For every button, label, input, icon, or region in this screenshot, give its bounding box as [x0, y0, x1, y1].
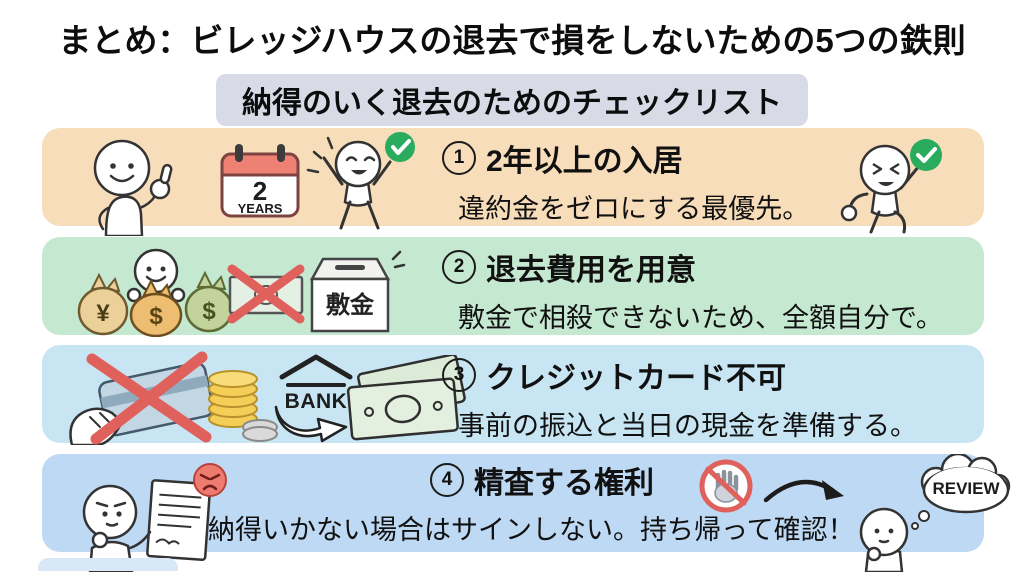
rule-3-heading: クレジットカード不可 [486, 362, 786, 395]
circled-number-3: 3 [442, 358, 476, 392]
review-thinking-person-icon: REVIEW [859, 454, 1011, 572]
calendar-number-label: 2 [253, 176, 267, 206]
rule-row-4: 4 精査する権利 納得いかない場合はサインしない。持ち帰って確認！ REVIE [42, 454, 1011, 572]
bank-icon: BANK [279, 354, 353, 413]
money-bags-icon: ¥ $ $ [77, 248, 234, 337]
deposit-box-icon: 敷金 [309, 250, 406, 333]
rule-1-text: 1 2年以上の入居 違約金をゼロにする最優先。 [442, 136, 809, 226]
circled-number-2: 2 [442, 250, 476, 284]
rule-2-heading: 退去費用を用意 [486, 254, 696, 287]
rule-3-text: 3 クレジットカード不可 事前の振込と当日の現金を準備する。 [442, 353, 917, 443]
cheering-person-check-icon [306, 132, 415, 230]
page-title: まとめ：ビレッジハウスの退去で損をしないための5つの鉄則 [58, 22, 966, 59]
winner-person-check-icon [840, 139, 942, 234]
circled-number-1: 1 [442, 141, 476, 175]
deposit-box-label: 敷金 [326, 291, 375, 319]
review-label: REVIEW [932, 479, 1000, 498]
rule-2-text: 2 退去費用を用意 敷金で相殺できないため、全額自分で。 [442, 245, 943, 335]
bag-yen-label: ¥ [96, 300, 110, 327]
no-sign-hand-icon [699, 459, 753, 513]
rule-3-detail: 事前の振込と当日の現金を準備する。 [458, 411, 917, 441]
rule-1-detail: 違約金をゼロにする最優先。 [458, 194, 810, 224]
rule-4-text: 4 精査する権利 [430, 458, 654, 502]
coins-icon [208, 370, 278, 442]
calendar-2-years-icon: 2 YEARS [220, 144, 300, 218]
no-banknote-icon [227, 264, 305, 324]
calendar-unit-label: YEARS [238, 201, 283, 216]
transfer-arrow-icon [274, 405, 348, 443]
rule-2-detail: 敷金で相殺できないため、全額自分で。 [458, 303, 943, 333]
subtitle-pill: 納得のいく退去のためのチェックリスト [216, 74, 808, 126]
inspect-document-person-icon [82, 463, 227, 572]
rule-4-heading: 精査する権利 [474, 467, 654, 500]
person-thumbs-up-icon [93, 139, 173, 236]
no-credit-card-icon [69, 351, 215, 445]
next-row-sliver [38, 558, 178, 571]
takeaway-arrow-icon [763, 479, 844, 503]
rule-4-detail: 納得いかない場合はサインしない。持ち帰って確認！ [208, 515, 855, 545]
rule-1-heading: 2年以上の入居 [486, 145, 683, 178]
bank-label: BANK [285, 390, 348, 413]
bag-dollar-front-label: $ [149, 303, 163, 330]
rule-row-2: ¥ $ $ 敷金 2 [42, 237, 984, 337]
bag-dollar-right-label: $ [202, 298, 216, 325]
rule-row-1: 2 YEARS 1 2年以上の入居 違約金をゼロにする最優先。 [42, 128, 984, 236]
rule-row-3: BANK 3 クレジットカード不可 事前の振込と当日の現金を準備する。 [42, 345, 984, 445]
circled-number-4: 4 [430, 463, 464, 497]
